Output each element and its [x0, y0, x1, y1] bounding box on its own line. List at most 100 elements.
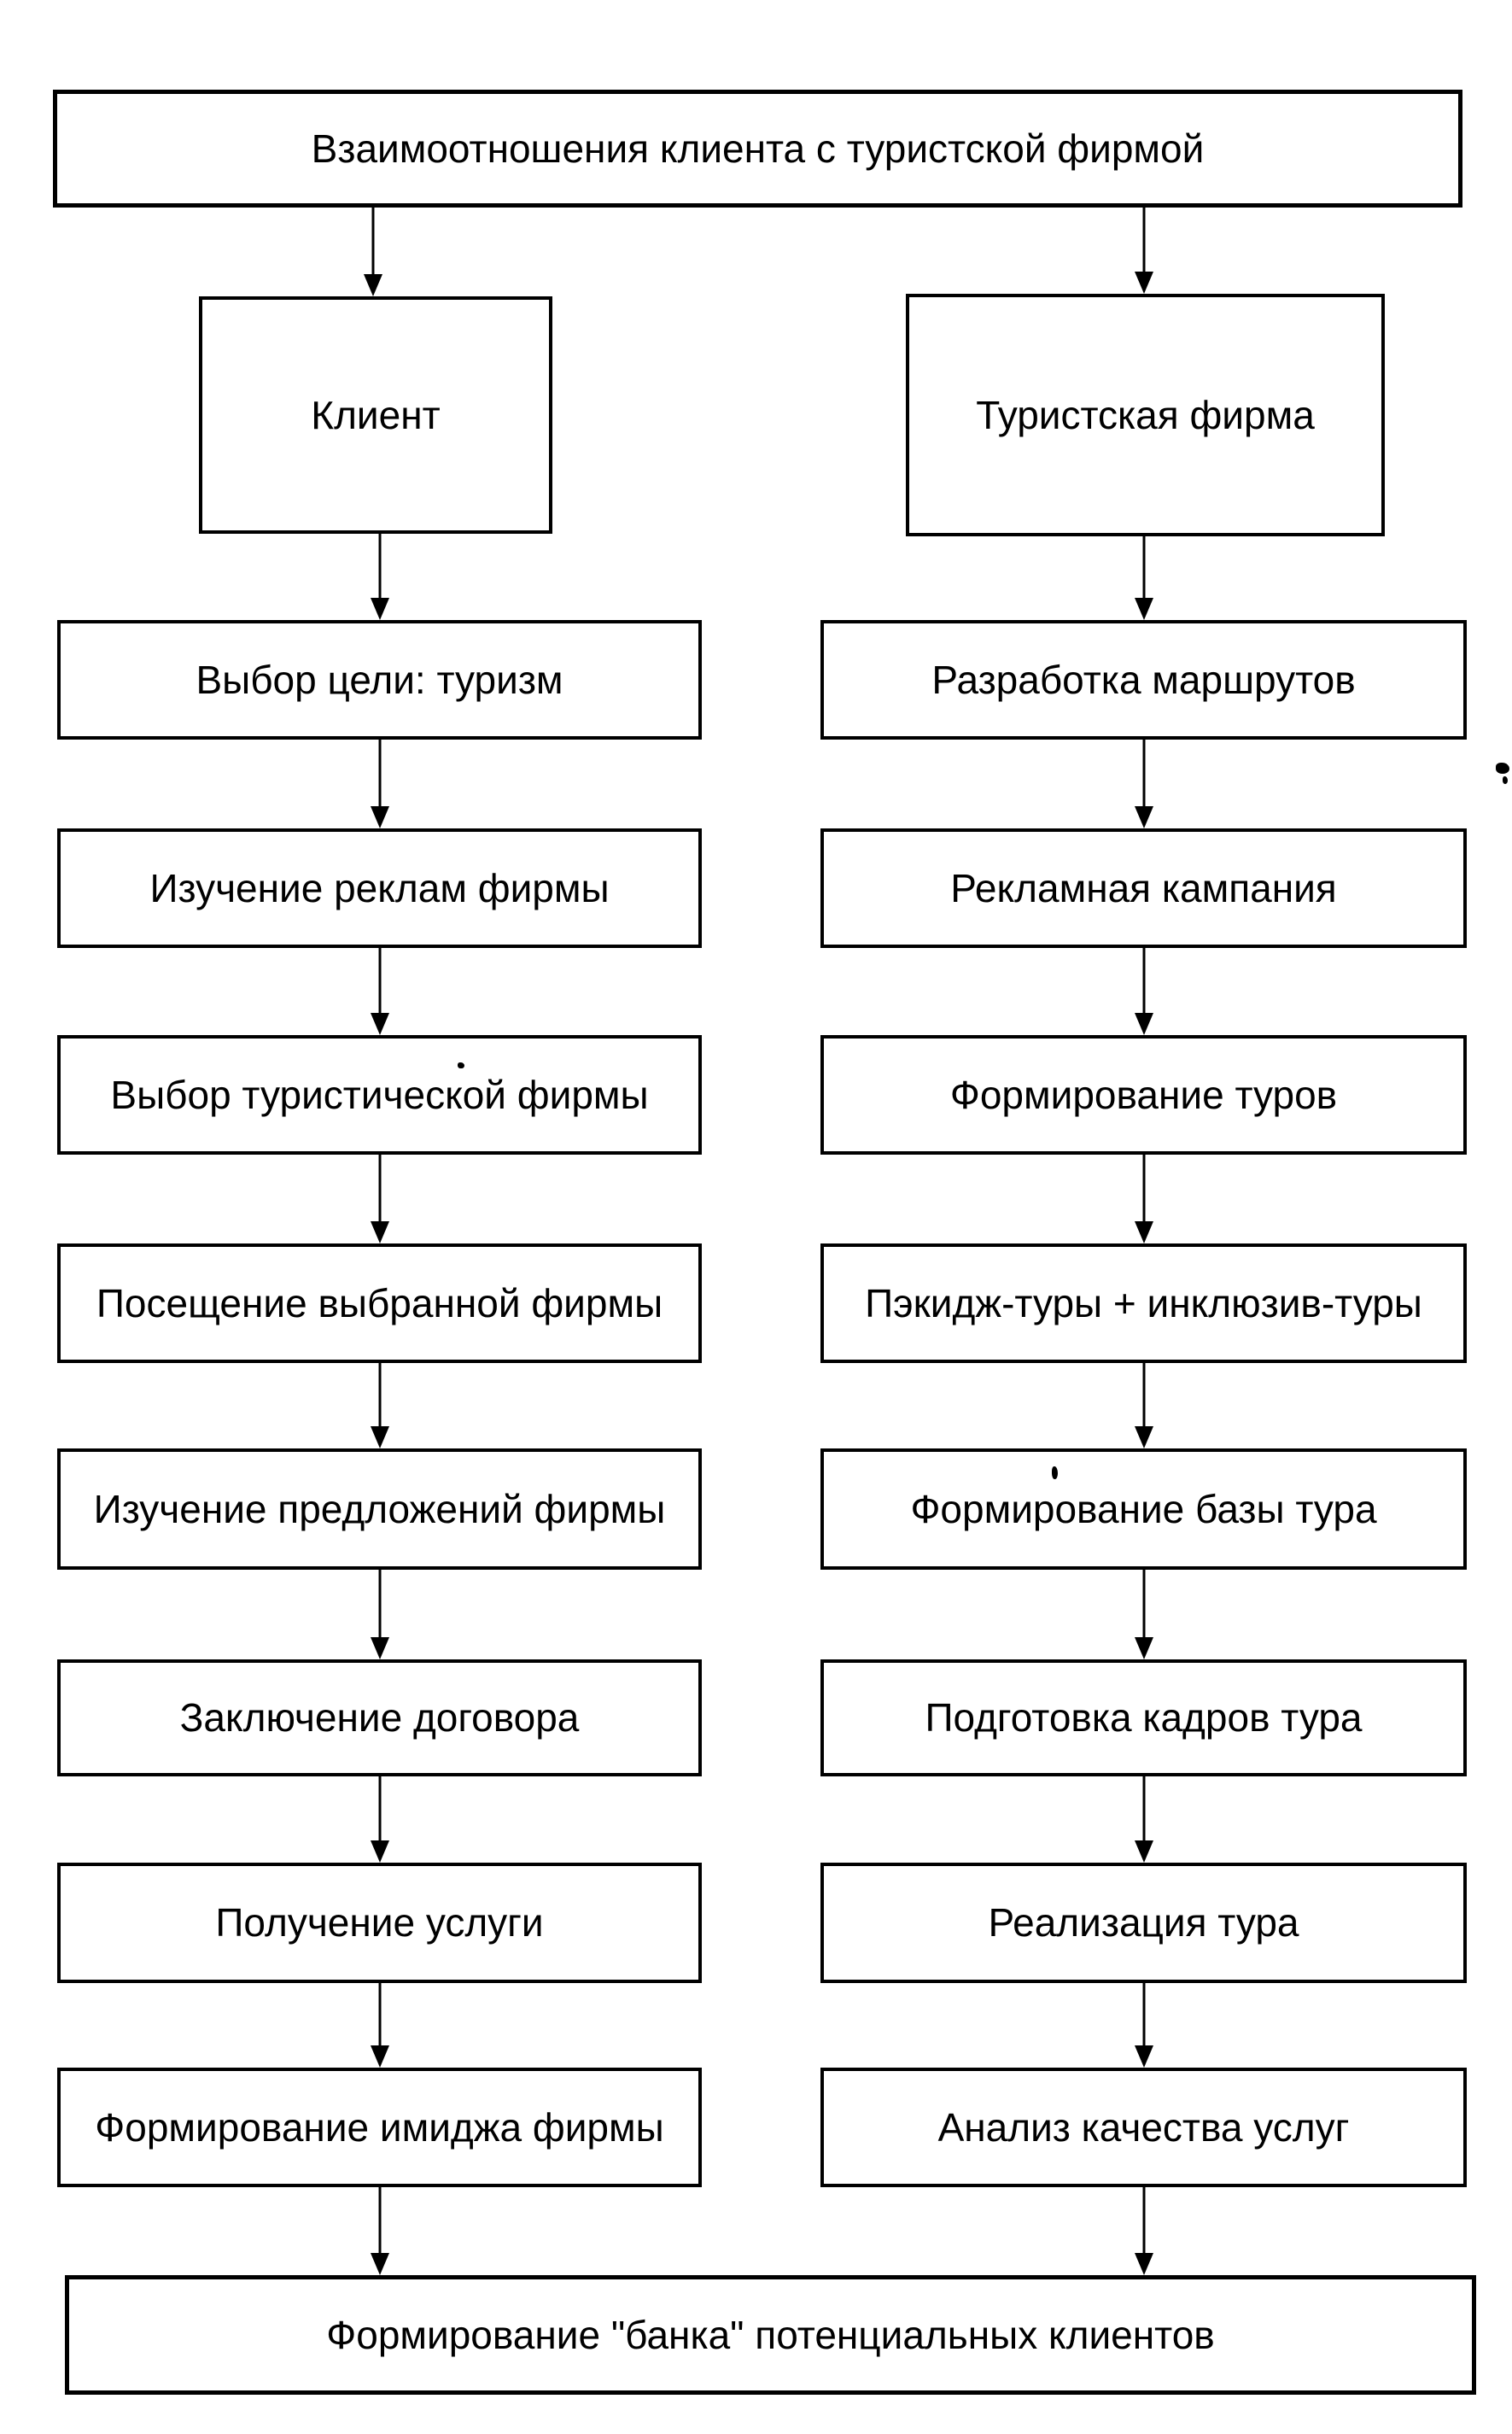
arrow-shaft [378, 948, 382, 1016]
arrowhead-down-icon [371, 806, 389, 828]
arrowhead-down-icon [1135, 2045, 1153, 2068]
arrow-firm-step-3-4 [1135, 1155, 1153, 1243]
arrowhead-down-icon [371, 1637, 389, 1659]
arrow-shaft [378, 1363, 382, 1430]
arrowhead-down-icon [1135, 1013, 1153, 1035]
arrow-client-step-2-3 [371, 948, 389, 1035]
arrow-shaft [1142, 1363, 1146, 1430]
arrow-client-step-1-2 [371, 740, 389, 828]
arrowhead-down-icon [1135, 1840, 1153, 1863]
arrow-shaft [1142, 1570, 1146, 1641]
arrow-shaft [1142, 740, 1146, 810]
arrow-title-to-firm [1135, 208, 1153, 294]
arrow-shaft [378, 740, 382, 810]
arrow-client-to-step-1 [371, 534, 389, 620]
arrow-firm-step-8-footer [1135, 2187, 1153, 2275]
firm-label: Туристская фирма [976, 392, 1315, 437]
arrowhead-down-icon [371, 2045, 389, 2068]
arrowhead-down-icon [1135, 598, 1153, 620]
firm-step-6-label: Подготовка кадров тура [925, 1695, 1363, 1741]
title-box: Взаимоотношения клиента с туристской фир… [53, 90, 1462, 208]
arrowhead-down-icon [364, 274, 382, 296]
client-step-1-label: Выбор цели: туризм [196, 657, 563, 702]
arrow-shaft [1142, 1776, 1146, 1844]
arrow-firm-step-6-7 [1135, 1776, 1153, 1863]
arrow-shaft [378, 1570, 382, 1641]
footer-box: Формирование "банка" потенциальных клиен… [65, 2275, 1476, 2395]
client-step-1-box: Выбор цели: туризм [57, 620, 702, 740]
client-step-2-box: Изучение реклам фирмы [57, 828, 702, 948]
scan-speck [1496, 763, 1509, 774]
firm-step-8-label: Анализ качества услуг [937, 2104, 1350, 2150]
firm-step-1-box: Разработка маршрутов [820, 620, 1467, 740]
client-step-8-box: Формирование имиджа фирмы [57, 2068, 702, 2187]
arrowhead-down-icon [1135, 272, 1153, 294]
arrow-firm-step-7-8 [1135, 1983, 1153, 2068]
arrow-shaft [1142, 948, 1146, 1016]
arrowhead-down-icon [1135, 1221, 1153, 1243]
client-step-5-box: Изучение предложений фирмы [57, 1448, 702, 1570]
arrowhead-down-icon [371, 1221, 389, 1243]
arrow-firm-step-4-5 [1135, 1363, 1153, 1448]
arrow-shaft [1142, 1155, 1146, 1225]
client-step-6-label: Заключение договора [179, 1695, 580, 1741]
arrow-firm-step-5-6 [1135, 1570, 1153, 1659]
arrow-firm-to-step-1 [1135, 536, 1153, 620]
client-label: Клиент [311, 392, 441, 437]
arrow-shaft [378, 534, 382, 601]
arrow-firm-step-1-2 [1135, 740, 1153, 828]
arrowhead-down-icon [371, 1840, 389, 1863]
arrow-title-to-client [364, 208, 382, 296]
footer-label: Формирование "банка" потенциальных клиен… [326, 2312, 1215, 2357]
arrow-client-step-5-6 [371, 1570, 389, 1659]
arrow-shaft [371, 208, 375, 278]
arrow-client-step-6-7 [371, 1776, 389, 1863]
firm-step-3-label: Формирование туров [949, 1072, 1338, 1117]
scan-speck [1503, 776, 1508, 784]
client-step-7-box: Получение услуги [57, 1863, 702, 1983]
scan-speck [1052, 1466, 1058, 1479]
client-step-7-label: Получение услуги [215, 1900, 544, 1945]
client-step-8-label: Формирование имиджа фирмы [95, 2104, 664, 2150]
arrow-client-step-4-5 [371, 1363, 389, 1448]
arrow-shaft [378, 1155, 382, 1225]
arrowhead-down-icon [1135, 806, 1153, 828]
client-step-3-box: Выбор туристической фирмы [57, 1035, 702, 1155]
firm-step-7-box: Реализация тура [820, 1863, 1467, 1983]
arrowhead-down-icon [1135, 1426, 1153, 1448]
arrow-client-step-7-8 [371, 1983, 389, 2068]
arrowhead-down-icon [371, 598, 389, 620]
client-step-4-label: Посещение выбранной фирмы [96, 1280, 663, 1325]
arrow-shaft [378, 1776, 382, 1844]
arrow-firm-step-2-3 [1135, 948, 1153, 1035]
firm-step-5-box: Формирование базы тура [820, 1448, 1467, 1570]
client-step-2-label: Изучение реклам фирмы [149, 865, 610, 910]
client-step-5-label: Изучение предложений фирмы [93, 1486, 666, 1531]
arrowhead-down-icon [371, 1426, 389, 1448]
scan-speck [458, 1062, 464, 1068]
arrow-shaft [378, 1983, 382, 2049]
firm-step-4-box: Пэкидж-туры + инклюзив-туры [820, 1243, 1467, 1363]
firm-step-1-label: Разработка маршрутов [931, 657, 1356, 702]
firm-step-5-label: Формирование базы тура [910, 1486, 1377, 1531]
firm-step-2-label: Рекламная кампания [950, 865, 1337, 910]
client-step-4-box: Посещение выбранной фирмы [57, 1243, 702, 1363]
client-step-6-box: Заключение договора [57, 1659, 702, 1776]
arrow-client-step-3-4 [371, 1155, 389, 1243]
firm-step-8-box: Анализ качества услуг [820, 2068, 1467, 2187]
arrow-shaft [1142, 1983, 1146, 2049]
firm-step-6-box: Подготовка кадров тура [820, 1659, 1467, 1776]
firm-box: Туристская фирма [906, 294, 1385, 536]
arrowhead-down-icon [1135, 2253, 1153, 2275]
arrowhead-down-icon [371, 2253, 389, 2275]
arrow-shaft [1142, 2187, 1146, 2256]
arrowhead-down-icon [371, 1013, 389, 1035]
client-box: Клиент [199, 296, 552, 534]
arrow-shaft [1142, 208, 1146, 275]
arrow-shaft [378, 2187, 382, 2256]
title-label: Взаимоотношения клиента с туристской фир… [311, 126, 1205, 171]
arrowhead-down-icon [1135, 1637, 1153, 1659]
firm-step-4-label: Пэкидж-туры + инклюзив-туры [865, 1280, 1422, 1325]
firm-step-3-box: Формирование туров [820, 1035, 1467, 1155]
